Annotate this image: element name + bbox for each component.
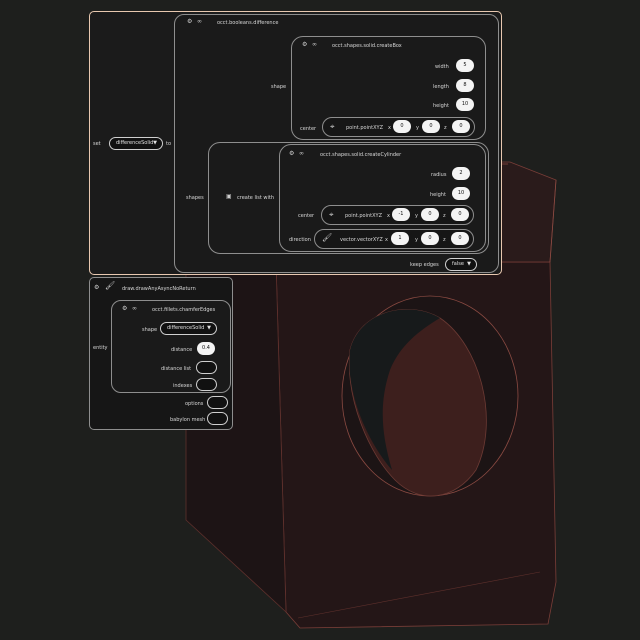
difference-title: occt.booleans.difference <box>217 20 279 26</box>
chamfer-shape-label: shape <box>142 327 158 333</box>
variable-name: differenceSolid <box>116 140 154 146</box>
options-input[interactable] <box>207 396 228 409</box>
box-width-label: width <box>435 64 449 70</box>
cylinder-cz-input[interactable]: 0 <box>451 208 469 221</box>
gear-icon[interactable]: ⚙ <box>302 41 308 48</box>
box-y-input[interactable]: 0 <box>422 120 440 133</box>
cylinder-height-input[interactable]: 10 <box>452 187 470 200</box>
variable-dropdown[interactable]: differenceSolid ▼ <box>109 137 163 150</box>
babylon-mesh-label: babylon mesh <box>170 417 206 423</box>
gear-icon[interactable]: ⚙ <box>122 305 128 312</box>
cylinder-height-label: height <box>430 192 446 198</box>
keep-edges-dropdown[interactable]: false ▼ <box>445 258 477 271</box>
box-length-input[interactable]: 8 <box>456 79 474 92</box>
dropdown-arrow-icon: ▼ <box>207 325 211 331</box>
gear-icon[interactable]: ⚙ <box>94 284 100 291</box>
set-label: set <box>93 141 101 147</box>
cylinder-radius-label: radius <box>431 172 447 178</box>
box-z-input[interactable]: 0 <box>452 120 470 133</box>
box-y-label: y <box>416 125 419 131</box>
crosshair-icon: ⌖ <box>330 122 335 131</box>
cylinder-cy-input[interactable]: 0 <box>421 208 439 221</box>
cylinder-cx-label: x <box>387 213 390 219</box>
box-edge <box>297 571 541 619</box>
cylinder-vector-title: vector.vectorXYZ <box>340 237 383 243</box>
link-icon[interactable]: ∞ <box>197 18 202 25</box>
chamfer-shape-dropdown[interactable]: differenceSolid ▼ <box>160 322 217 335</box>
box-x-label: x <box>388 125 391 131</box>
box-edge <box>549 179 557 263</box>
cylinder-dz-input[interactable]: 0 <box>451 232 469 245</box>
entity-label: entity <box>93 345 108 351</box>
distance-list-input[interactable] <box>196 361 217 374</box>
keep-edges-label: keep edges <box>410 262 439 268</box>
cylinder-point-title: point.pointXYZ <box>345 213 382 219</box>
box-width-input[interactable]: 5 <box>456 59 474 72</box>
babylon-mesh-input[interactable] <box>207 412 228 425</box>
list-icon[interactable]: ▣ <box>226 193 232 200</box>
gear-icon[interactable]: ⚙ <box>289 150 295 157</box>
box-point-title: point.pointXYZ <box>346 125 383 131</box>
cylinder-dy-input[interactable]: 0 <box>421 232 439 245</box>
cylinder-dx-input[interactable]: 1 <box>391 232 409 245</box>
cylinder-cx-input[interactable]: -1 <box>392 208 410 221</box>
cylinder-direction-label: direction <box>289 237 311 243</box>
indexes-label: indexes <box>173 383 193 389</box>
cylinder-radius-input[interactable]: 2 <box>452 167 470 180</box>
cylinder-cz-label: z <box>443 213 446 219</box>
link-icon[interactable]: ∞ <box>299 150 304 157</box>
to-label: to <box>166 141 172 147</box>
keep-edges-value: false <box>452 261 464 267</box>
box-height-label: height <box>433 103 449 109</box>
cylinder-center-label: center <box>298 213 315 219</box>
cylinder-hole-shadow <box>349 309 440 470</box>
cylinder-dx-label: x <box>385 237 388 243</box>
cylinder-dz-label: z <box>443 237 446 243</box>
dropdown-arrow-icon: ▼ <box>153 140 157 146</box>
create-cylinder-title: occt.shapes.solid.createCylinder <box>320 152 402 158</box>
paint-brush-icon[interactable]: 🖌 <box>105 281 116 290</box>
difference-shapes-label: shapes <box>186 195 204 201</box>
box-x-input[interactable]: 0 <box>393 120 411 133</box>
distance-list-label: distance list <box>161 366 192 372</box>
cylinder-cy-label: y <box>415 213 418 219</box>
create-box-title: occt.shapes.solid.createBox <box>332 43 402 49</box>
gear-icon[interactable]: ⚙ <box>187 18 193 25</box>
box-height-input[interactable]: 10 <box>456 98 474 111</box>
chamfer-title: occt.fillets.chamferEdges <box>152 307 216 313</box>
dropdown-arrow-icon: ▼ <box>467 261 471 267</box>
create-list-label: create list with <box>237 195 275 201</box>
link-icon[interactable]: ∞ <box>132 305 137 312</box>
cylinder-dy-label: y <box>415 237 418 243</box>
distance-label: distance <box>171 347 193 353</box>
difference-shape-label: shape <box>271 84 287 90</box>
crosshair-icon: ⌖ <box>329 210 334 219</box>
box-center-label: center <box>300 126 317 132</box>
distance-input[interactable]: 0.4 <box>197 342 215 355</box>
box-z-label: z <box>444 125 447 131</box>
options-label: options <box>185 401 204 407</box>
indexes-input[interactable] <box>196 378 217 391</box>
box-length-label: length <box>433 84 449 90</box>
chamfer-shape-value: differenceSolid <box>167 325 205 331</box>
paint-brush-icon: 🖌 <box>322 233 333 242</box>
link-icon[interactable]: ∞ <box>312 41 317 48</box>
draw-title: draw.drawAnyAsyncNoReturn <box>122 286 196 292</box>
